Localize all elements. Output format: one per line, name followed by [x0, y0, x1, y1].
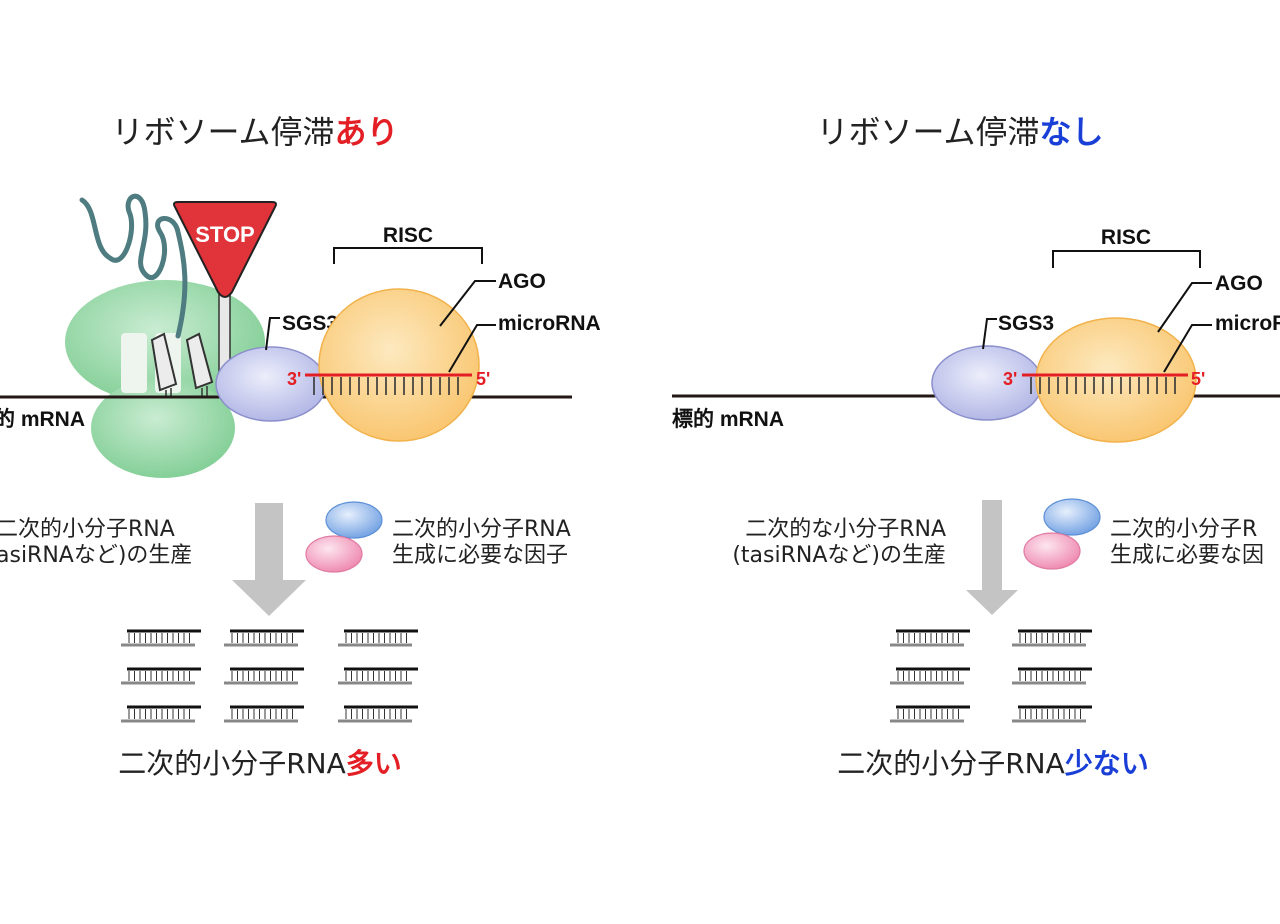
factor-text-line2: 生成に必要な因: [1110, 543, 1264, 568]
right-panel-title: リボソーム停滞なし: [816, 113, 1103, 151]
ribosome-small-subunit: [91, 378, 235, 478]
ago-pointer: [1157, 282, 1212, 333]
left-result-text: 二次的小分子RNA多い: [118, 747, 402, 780]
left-panel: リボソーム停滞あり STOP 的 mRNA: [0, 113, 601, 780]
ago-pointer: [439, 280, 496, 327]
stop-sign-plate: [173, 201, 277, 298]
small-rna-duplex: [338, 629, 418, 647]
production-text-line1: 二次的小分子RNA: [0, 517, 175, 542]
ribosome-site-box: [121, 333, 147, 393]
factor-text-line2: 生成に必要な因子: [392, 543, 568, 568]
small-rna-duplex: [224, 705, 304, 723]
ago-label: AGO: [1215, 272, 1263, 295]
microrna-pointer: [448, 324, 496, 373]
sgs3-pointer: [265, 317, 280, 351]
sgs3-label: SGS3: [998, 312, 1054, 335]
trna: [150, 332, 178, 392]
microrna-label: microR: [1215, 312, 1280, 335]
microrna-duplex: [1022, 373, 1188, 394]
ago-protein: [318, 288, 480, 442]
small-rna-duplex: [338, 667, 418, 685]
small-rna-duplex: [1012, 629, 1092, 647]
stop-sign-text: STOP: [195, 222, 255, 247]
microrna-duplex: [305, 373, 472, 395]
sgs3-label: SGS3: [282, 312, 338, 335]
ago-label: AGO: [498, 270, 546, 293]
three-prime-label: 3': [287, 369, 301, 389]
trna: [185, 332, 214, 390]
right-result-text: 二次的小分子RNA少ない: [837, 747, 1149, 780]
small-rna-duplex: [890, 667, 970, 685]
sgs3-pointer: [982, 318, 997, 350]
target-mrna-label: 標的 mRNA: [672, 407, 784, 431]
five-prime-label: 5': [476, 369, 490, 389]
risc-label: RISC: [383, 224, 433, 247]
trna-pair: [150, 332, 214, 396]
small-rna-duplex-grid: [121, 629, 418, 723]
sgs3-protein: [215, 346, 327, 422]
small-rna-duplex: [121, 629, 201, 647]
sgs3-protein: [931, 345, 1043, 421]
right-panel: リボソーム停滞なし 標的 mRNA SGS3 RISC AGO microR 3…: [672, 113, 1280, 780]
ago-protein: [1035, 317, 1197, 443]
target-mrna-label: 的 mRNA: [0, 407, 85, 431]
risc-bracket: [1052, 250, 1201, 268]
small-rna-duplex-grid: [890, 629, 1092, 723]
production-text-line2: (tasiRNAなど)の生産: [732, 543, 946, 568]
five-prime-label: 5': [1191, 369, 1205, 389]
small-rna-duplex: [338, 705, 418, 723]
base-pair-rungs: [313, 377, 459, 395]
risc-bracket: [333, 247, 483, 264]
small-rna-duplex: [224, 667, 304, 685]
microrna-label: microRNA: [498, 312, 601, 335]
small-rna-duplex: [1012, 667, 1092, 685]
nascent-peptide: [79, 193, 188, 339]
factor-blue: [325, 501, 383, 539]
small-rna-duplex: [224, 629, 304, 647]
microrna-pointer: [1163, 324, 1212, 373]
production-text-line1: 二次的な小分子RNA: [745, 517, 946, 542]
factor-pink: [1023, 532, 1081, 570]
production-arrow: [232, 503, 306, 616]
factor-text-line1: 二次的小分子RNA: [392, 517, 571, 542]
stop-sign-post: [218, 284, 231, 373]
production-text-line2: asiRNAなど)の生産: [0, 543, 192, 568]
base-pair-rungs: [1030, 377, 1176, 394]
small-rna-duplex: [1012, 705, 1092, 723]
risc-label: RISC: [1101, 226, 1151, 249]
small-rna-duplex: [121, 667, 201, 685]
left-panel-title: リボソーム停滞あり: [111, 113, 398, 151]
factor-pink: [305, 535, 363, 573]
factor-blue: [1043, 498, 1101, 536]
factor-text-line1: 二次的小分子R: [1110, 517, 1257, 542]
small-rna-duplex: [121, 705, 201, 723]
production-arrow: [966, 500, 1018, 615]
small-rna-duplex: [890, 629, 970, 647]
small-rna-duplex: [890, 705, 970, 723]
three-prime-label: 3': [1003, 369, 1017, 389]
